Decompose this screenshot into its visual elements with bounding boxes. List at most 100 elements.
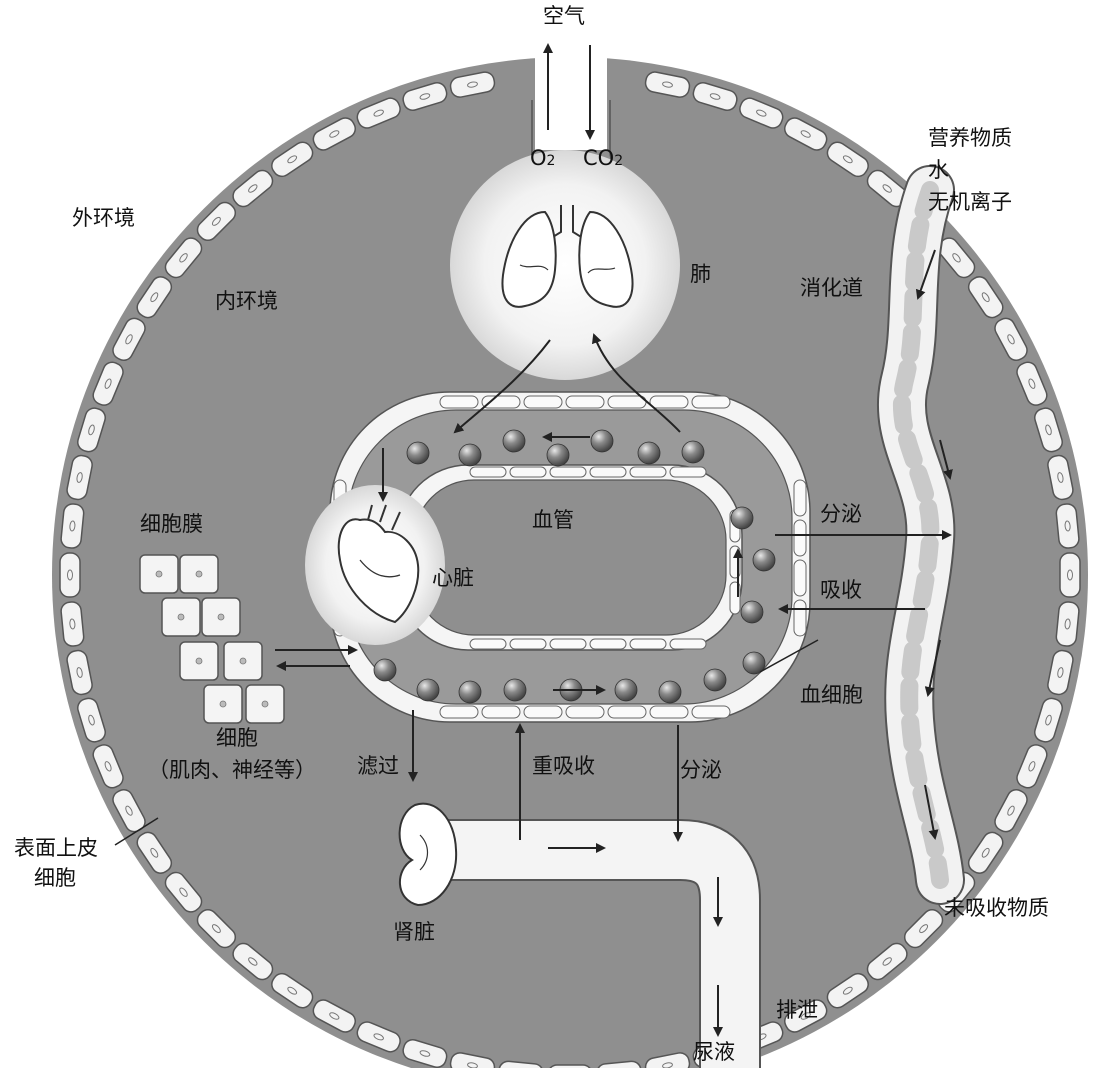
epithelial-cell — [1047, 454, 1074, 501]
epithelial-cell — [232, 942, 274, 981]
epithelial-cell — [66, 649, 93, 696]
epithelial-cell — [196, 908, 237, 949]
blood-cells — [373, 429, 776, 704]
epithelial-cell — [549, 1064, 591, 1068]
vessel-wall-cell — [565, 395, 605, 409]
vessel-wall-cell — [481, 705, 521, 719]
label-digestive-tract: 消化道 — [800, 276, 863, 300]
epithelial-cell — [402, 82, 448, 111]
label-absorb: 吸收 — [820, 578, 862, 602]
blood-cell — [703, 668, 727, 692]
epithelial-cell — [784, 117, 828, 151]
epithelial-cell — [136, 831, 173, 874]
lung-icon — [501, 205, 634, 308]
vessel-wall-cell — [481, 395, 521, 409]
vessel-wall-cell — [607, 395, 647, 409]
vessel-wall-cell — [589, 466, 627, 478]
epithelial-cell — [826, 972, 869, 1009]
heart-icon — [337, 504, 420, 624]
label-o2: O2 — [530, 146, 555, 171]
blood-cell — [546, 443, 570, 467]
vessel-wall-cell — [549, 466, 587, 478]
epithelial-cell — [196, 201, 237, 242]
epithelial-cell — [1055, 601, 1080, 647]
label-cell-membrane: 细胞膜 — [140, 512, 203, 536]
blood-cell — [502, 429, 526, 453]
label-nutrients: 营养物质 — [928, 126, 1012, 150]
cell-nucleus — [195, 657, 203, 665]
label-unabsorbed-matter: 未吸收物质 — [944, 896, 1049, 920]
epithelial-cell — [312, 117, 356, 151]
blood-cell — [681, 440, 705, 464]
epithelial-cell — [271, 972, 314, 1009]
blood-cell — [614, 678, 638, 702]
label-urine: 尿液 — [693, 1040, 735, 1064]
vessel-wall-cell — [649, 395, 689, 409]
label-excrete: 排泄 — [776, 998, 818, 1022]
epithelial-cell — [164, 237, 203, 279]
epithelial-cell — [739, 97, 784, 129]
epithelial-cell — [356, 97, 401, 129]
epithelial-cell — [77, 407, 106, 453]
epithelial-cell — [967, 831, 1004, 874]
vessel-wall-cell — [523, 705, 563, 719]
epithelial-cell — [92, 744, 124, 789]
epithelial-cell — [1059, 552, 1081, 598]
vessel-wall-cell — [691, 705, 731, 719]
blood-cell — [416, 678, 440, 702]
label-co2-subscript: 2 — [614, 153, 624, 169]
blood-cell — [590, 429, 614, 453]
label-inorganic-ions: 无机离子 — [928, 190, 1012, 214]
epithelial-cell — [967, 276, 1004, 319]
blood-cell — [730, 506, 754, 530]
cell-nucleus — [217, 613, 225, 621]
epithelial-cell — [1016, 744, 1048, 789]
blood-cell — [752, 548, 776, 572]
epithelial-cell — [60, 601, 85, 647]
kidney-tubule — [430, 819, 761, 1068]
epithelial-cell — [826, 141, 869, 178]
cell-nucleus — [177, 613, 185, 621]
vessel-wall-cell — [649, 705, 689, 719]
label-surface-epithelium-2: 细胞 — [34, 866, 76, 890]
epithelial-cell — [994, 789, 1028, 833]
vessel-wall-cell — [523, 395, 563, 409]
blood-cell — [458, 443, 482, 467]
vessel-wall-cell — [669, 638, 707, 650]
label-filtration: 滤过 — [357, 754, 399, 778]
vessel-wall-cell — [509, 638, 547, 650]
vessel-wall-cell — [549, 638, 587, 650]
tissue-cells — [139, 554, 285, 724]
cell-nucleus — [155, 570, 163, 578]
epithelial-cell — [692, 82, 738, 111]
label-lung: 肺 — [690, 262, 711, 286]
label-heart: 心脏 — [432, 566, 474, 590]
vessel-wall-cell — [565, 705, 605, 719]
digestive-tract — [876, 165, 965, 905]
vessel-wall-cell — [589, 638, 627, 650]
epithelial-cell — [77, 697, 106, 743]
label-internal-environment: 内环境 — [215, 289, 278, 313]
vessel-wall-cell — [607, 705, 647, 719]
blood-cell — [658, 680, 682, 704]
blood-cell — [503, 678, 527, 702]
epithelial-cell — [994, 317, 1028, 361]
epithelial-cell — [1055, 503, 1080, 549]
epithelial-cell — [164, 871, 203, 913]
epithelial-cell — [60, 503, 85, 549]
cell-nucleus — [219, 700, 227, 708]
epithelial-cell — [312, 999, 356, 1033]
cell-nucleus — [261, 700, 269, 708]
kidney-icon — [398, 802, 458, 907]
lung-region — [450, 150, 680, 380]
vessel-wall-cell — [669, 466, 707, 478]
label-cell: 细胞 — [216, 726, 258, 750]
epithelial-cell — [112, 317, 146, 361]
label-secrete-upper: 分泌 — [820, 502, 862, 526]
label-co2: CO2 — [583, 146, 623, 171]
label-kidney: 肾脏 — [393, 920, 435, 944]
vessel-wall-cell — [439, 705, 479, 719]
epithelial-cell — [596, 1060, 642, 1068]
epithelial-cell — [1034, 697, 1063, 743]
